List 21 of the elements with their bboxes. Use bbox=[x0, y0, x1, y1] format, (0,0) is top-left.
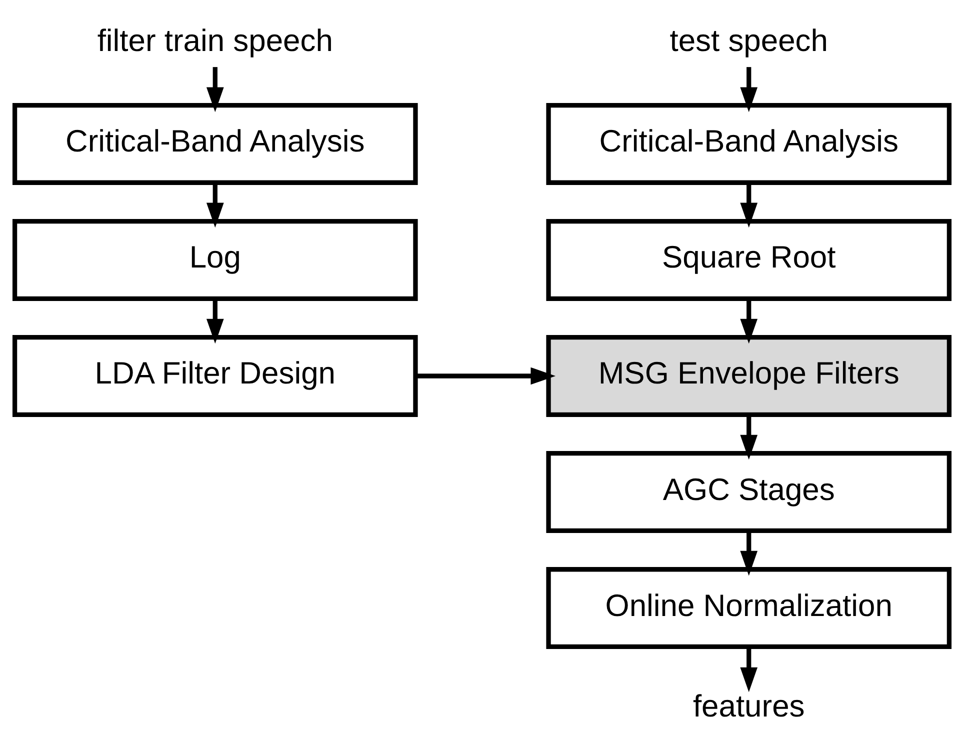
arrow bbox=[740, 414, 758, 460]
arrow bbox=[740, 646, 758, 692]
node-box: Log bbox=[12, 218, 418, 300]
arrow bbox=[206, 182, 224, 228]
node-box: Square Root bbox=[546, 218, 952, 300]
node-text: test speech bbox=[670, 22, 828, 58]
arrow bbox=[740, 66, 758, 112]
node-text: filter train speech bbox=[97, 22, 333, 58]
arrow bbox=[740, 298, 758, 344]
node-box: LDA Filter Design bbox=[12, 334, 418, 416]
node-box: Online Normalization bbox=[546, 566, 952, 649]
node-box: Critical-Band Analysis bbox=[12, 102, 418, 184]
arrow bbox=[416, 366, 556, 384]
arrow bbox=[206, 66, 224, 112]
arrow bbox=[740, 530, 758, 576]
node-box: Critical-Band Analysis bbox=[546, 102, 952, 184]
arrow bbox=[206, 298, 224, 344]
node-box: MSG Envelope Filters bbox=[546, 334, 952, 416]
arrow bbox=[740, 182, 758, 228]
node-text: features bbox=[692, 688, 805, 723]
node-box: AGC Stages bbox=[546, 450, 952, 533]
